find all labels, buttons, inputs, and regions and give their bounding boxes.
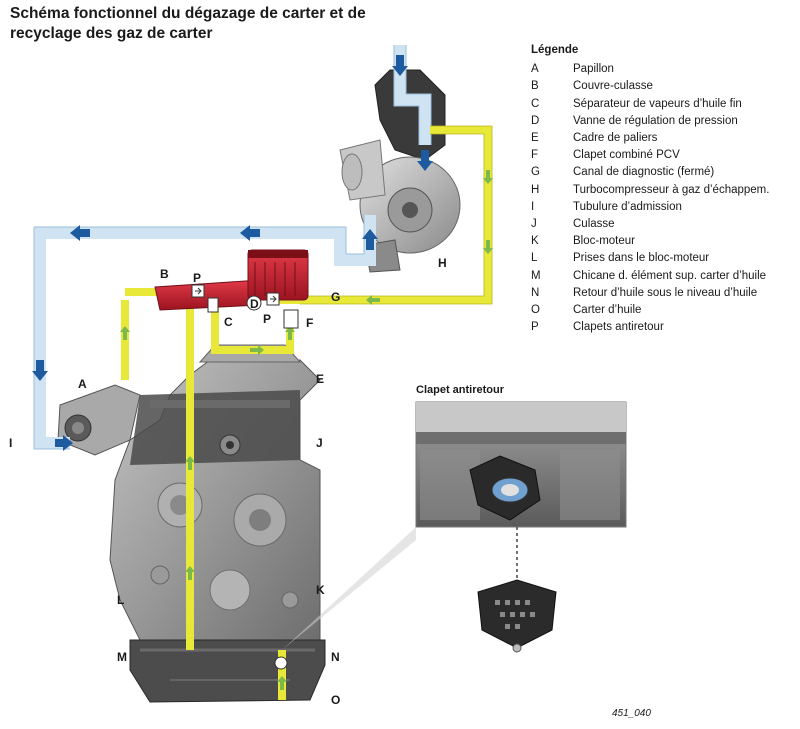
legend-letter: C <box>531 97 540 110</box>
legend-text: Clapets antiretour <box>573 321 664 334</box>
legend-letter: G <box>531 166 540 179</box>
legend-letter: B <box>531 80 539 93</box>
legend-letter: I <box>531 200 535 213</box>
legend-text: Prises dans le bloc-moteur <box>573 252 710 265</box>
turbocharger <box>339 69 461 273</box>
check-valve-symbols <box>191 284 299 329</box>
legend-item: G Canal de diagnostic (fermé) <box>531 164 796 181</box>
label-k: K <box>316 583 325 597</box>
legend-text: Cadre de paliers <box>573 132 658 145</box>
legend-item: I Tubulure d’admission <box>531 199 796 216</box>
legend-item: C Séparateur de vapeurs d’huile fin <box>531 96 796 113</box>
label-p-separator: P <box>263 312 272 326</box>
label-g: G <box>331 290 341 304</box>
legend-text: Retour d’huile sous le niveau d’huile <box>573 286 758 299</box>
legend-letter: J <box>531 218 537 231</box>
title-line-2: recyclage des gaz de carter <box>10 25 213 42</box>
inset-check-valve <box>415 401 627 653</box>
legend-letter: A <box>531 63 539 76</box>
label-p-cover: P <box>193 271 202 285</box>
legend-item: B Couvre-culasse <box>531 78 796 95</box>
legend: Légende A Papillon B Couvre-culasse C Sépar… <box>531 42 796 336</box>
legend-item: A Papillon <box>531 61 796 78</box>
legend-letter: P <box>531 321 539 334</box>
fresh-air-pipe-outline <box>33 45 432 450</box>
legend-text: Chicane d. élément sup. carter d’huile <box>573 269 767 282</box>
label-f: F <box>306 316 314 330</box>
legend-item: K Bloc-moteur <box>531 233 796 250</box>
legend-text: Culasse <box>573 218 615 231</box>
label-b: B <box>160 267 169 281</box>
blowby-flow-arrows <box>120 170 493 690</box>
fresh-air-flow-arrows <box>32 55 433 451</box>
legend-item: J Culasse <box>531 216 796 233</box>
diagram-title: Schéma fonctionnel du dégazage de carter… <box>10 4 380 44</box>
legend-letter: L <box>531 252 538 265</box>
legend-text: Carter d’huile <box>573 304 642 317</box>
legend-letter: H <box>531 183 540 196</box>
legend-letter: M <box>531 269 541 282</box>
legend-text: Turbocompresseur à gaz d’échappem. <box>573 183 770 196</box>
label-j: J <box>316 436 323 450</box>
legend-item: N Retour d’huile sous le niveau d’huile <box>531 285 796 302</box>
legend-heading: Légende <box>531 44 579 56</box>
legend-item: M Chicane d. élément sup. carter d’huile <box>531 268 796 285</box>
legend-text: Séparateur de vapeurs d’huile fin <box>573 97 742 110</box>
inset-title: Clapet antiretour <box>416 384 505 396</box>
legend-item: H Turbocompresseur à gaz d’échappem. <box>531 182 796 199</box>
legend-item: E Cadre de paliers <box>531 130 796 147</box>
blowby-pipe-outline <box>300 125 493 305</box>
legend-letter: K <box>531 235 539 248</box>
engine-block <box>109 344 321 641</box>
callout-wedge <box>274 527 416 670</box>
legend-text: Bloc-moteur <box>573 235 635 248</box>
legend-letter: N <box>531 286 540 299</box>
valve-cover <box>154 249 309 311</box>
label-n: N <box>331 650 340 664</box>
label-h: H <box>438 256 447 270</box>
label-c: C <box>224 315 233 329</box>
legend-text: Papillon <box>573 63 614 76</box>
oil-pan <box>129 639 326 703</box>
legend-text: Tubulure d’admission <box>573 200 682 213</box>
label-e: E <box>316 372 325 386</box>
legend-item: F Clapet combiné PCV <box>531 147 796 164</box>
legend-item: D Vanne de régulation de pression <box>531 113 796 130</box>
label-d: D <box>250 297 259 311</box>
legend-letter: D <box>531 114 540 127</box>
legend-text: Canal de diagnostic (fermé) <box>573 166 715 179</box>
legend-item: P Clapets antiretour <box>531 319 796 336</box>
label-o: O <box>331 693 341 707</box>
legend-text: Vanne de régulation de pression <box>573 114 738 127</box>
legend-item: L Prises dans le bloc-moteur <box>531 250 796 267</box>
legend-text: Couvre-culasse <box>573 80 653 93</box>
legend-text: Clapet combiné PCV <box>573 149 680 162</box>
label-a: A <box>78 377 87 391</box>
legend-letter: O <box>531 304 540 317</box>
legend-letter: E <box>531 132 539 145</box>
figure-id: 451_040 <box>612 708 651 719</box>
title-line-1: Schéma fonctionnel du dégazage de carter… <box>10 5 366 22</box>
throttle-body <box>57 384 141 456</box>
label-l: L <box>117 593 125 607</box>
label-m: M <box>117 650 127 664</box>
legend-letter: F <box>531 149 539 162</box>
legend-item: O Carter d’huile <box>531 302 796 319</box>
label-i: I <box>9 436 13 450</box>
